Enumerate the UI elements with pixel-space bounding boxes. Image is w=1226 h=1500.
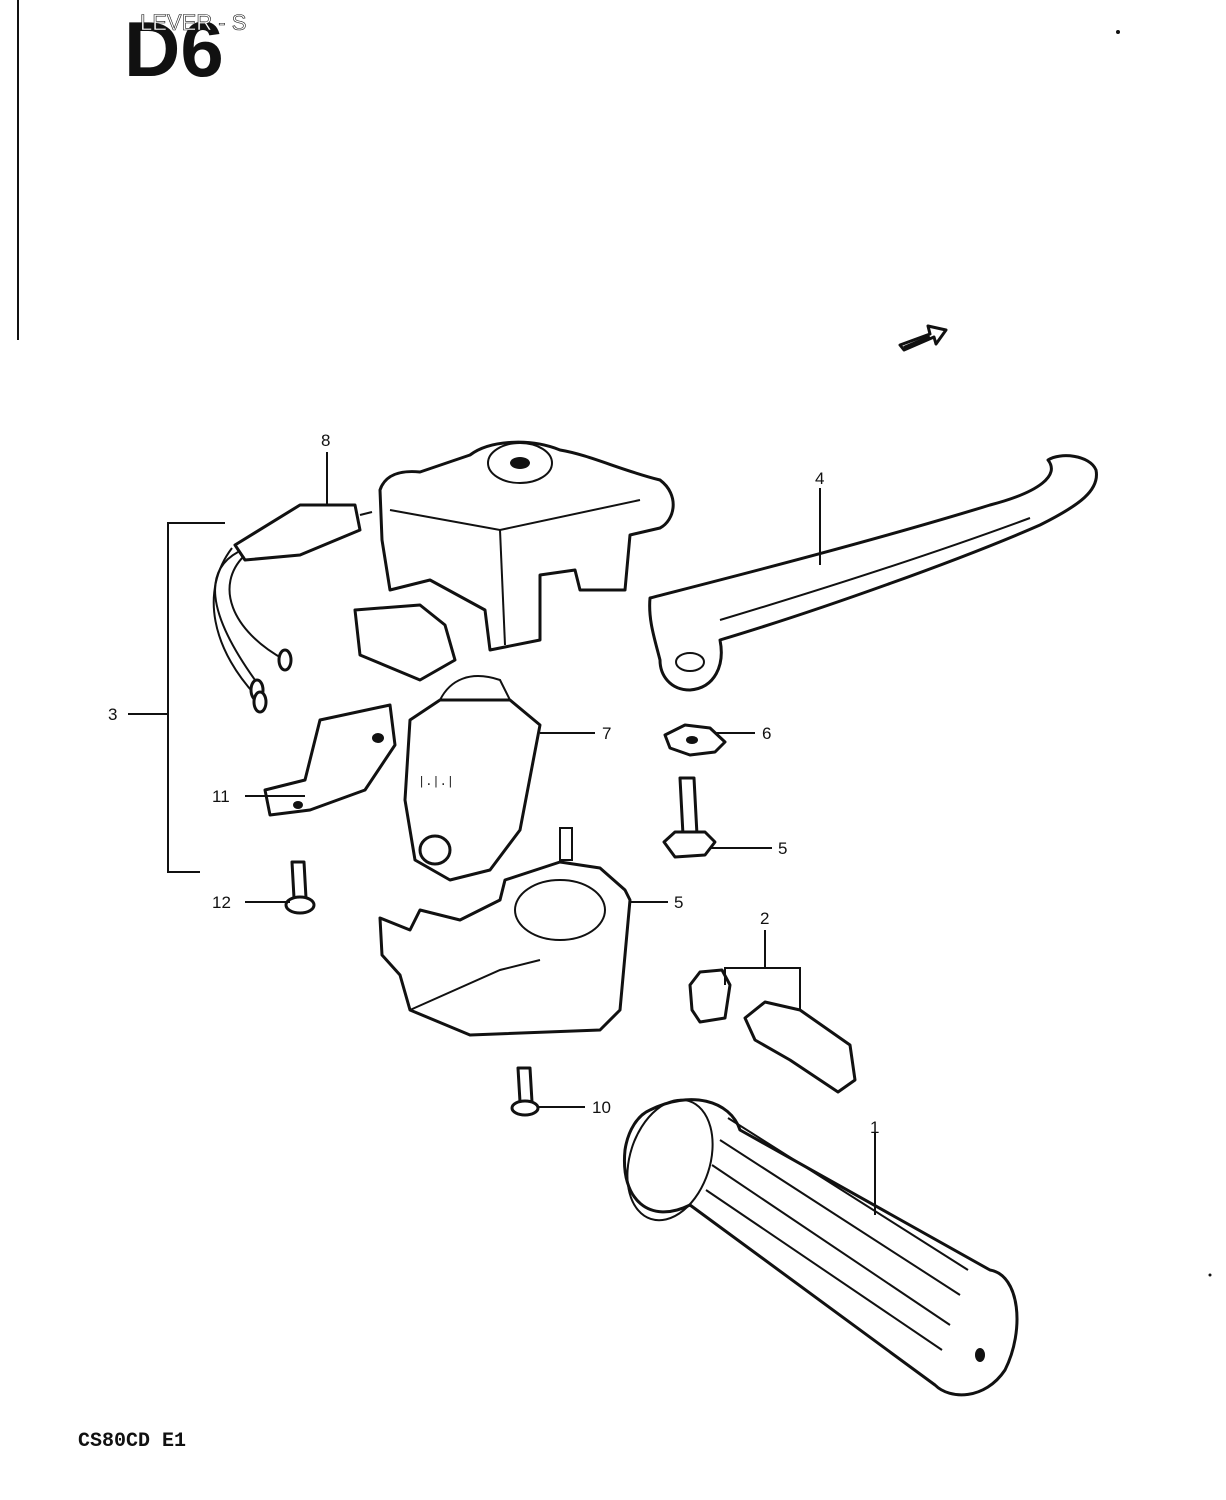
bolt-part-5	[662, 776, 717, 859]
lever-part-4	[648, 454, 1098, 692]
grip-part-1	[622, 1098, 1019, 1397]
callout-1: 1	[870, 1118, 879, 1137]
speck	[1208, 1273, 1212, 1277]
callout-4: 4	[815, 469, 824, 488]
speck	[1116, 30, 1120, 34]
svg-text:|.|.|: |.|.|	[418, 775, 454, 789]
bracket-part-11	[263, 703, 397, 817]
callout-8: 8	[321, 431, 330, 450]
lower-housing	[378, 827, 632, 1037]
switch-assembly-part-7: |.|.|	[353, 603, 542, 882]
callout-12: 12	[212, 893, 231, 912]
callout-11: 11	[212, 787, 230, 806]
stop-switch-part-8	[212, 503, 373, 714]
direction-arrow-icon	[898, 324, 948, 352]
callout-3: 3	[108, 705, 117, 724]
upper-housing	[378, 440, 675, 652]
section-code: D6	[124, 5, 224, 93]
screw-part-10	[510, 1066, 540, 1117]
callout-10: 10	[592, 1098, 611, 1117]
callout-5a: 5	[778, 839, 787, 858]
nut-part-6	[663, 723, 727, 757]
footer-model: CS80CD E1	[78, 1430, 186, 1453]
callout-6: 6	[762, 724, 771, 743]
callout-5b: 5	[674, 893, 683, 912]
callout-2: 2	[760, 909, 769, 928]
header-text: LEVER - S	[140, 10, 246, 35]
switch-knob-part-2	[688, 968, 857, 1094]
screw-part-12	[284, 860, 316, 915]
leader-lines	[128, 452, 876, 1215]
callout-7: 7	[602, 724, 611, 743]
